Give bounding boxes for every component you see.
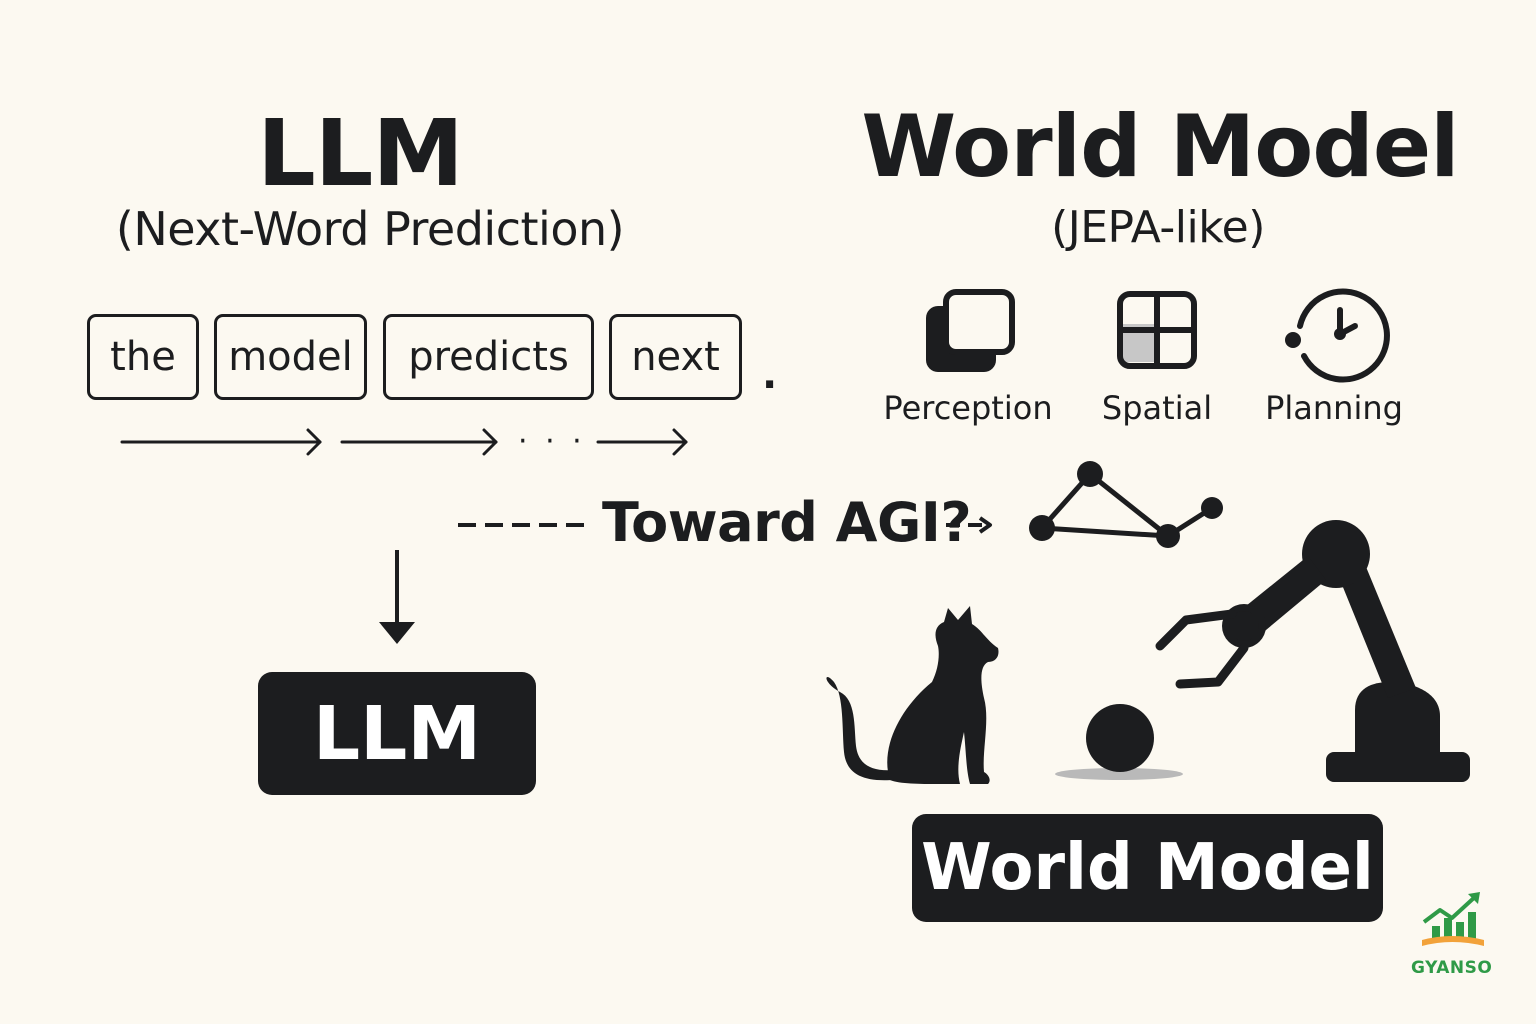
ball-icon bbox=[1055, 704, 1183, 780]
gyanso-logo-text: GYANSO bbox=[1411, 958, 1493, 978]
layers-icon bbox=[926, 289, 1015, 372]
llm-subtitle: (Next-Word Prediction) bbox=[115, 202, 625, 256]
llm-box: LLM bbox=[258, 672, 536, 795]
llm-title: LLM bbox=[257, 100, 464, 207]
feature-label-spatial: Spatial bbox=[1101, 389, 1213, 427]
grid-icon bbox=[1117, 291, 1197, 369]
world-model-box: World Model bbox=[912, 814, 1383, 922]
arrow-head bbox=[672, 428, 688, 456]
robot-arm-icon bbox=[1155, 520, 1470, 782]
network-graph-icon bbox=[1029, 461, 1223, 548]
clock-icon bbox=[1285, 288, 1390, 383]
token-model: model bbox=[214, 314, 367, 400]
sequence-arrows bbox=[120, 428, 688, 456]
world-model-title: World Model bbox=[861, 97, 1459, 197]
feature-label-perception: Perception bbox=[883, 389, 1053, 427]
arrow-head bbox=[482, 428, 498, 456]
dashed-line bbox=[458, 523, 586, 527]
world-model-subtitle: (JEPA-like) bbox=[1051, 202, 1265, 253]
sentence-period: . bbox=[762, 352, 778, 398]
down-arrow bbox=[379, 550, 415, 644]
feature-label-planning: Planning bbox=[1265, 389, 1403, 427]
token-the: the bbox=[87, 314, 199, 400]
toward-agi-label: Toward AGI? bbox=[602, 491, 972, 554]
token-predicts: predicts bbox=[383, 314, 594, 400]
token-next: next bbox=[609, 314, 742, 400]
sequence-ellipsis: · · · bbox=[518, 424, 586, 459]
dashed-arrow bbox=[946, 516, 992, 534]
gyanso-logo-icon bbox=[1422, 892, 1484, 946]
arrow-head bbox=[306, 428, 322, 456]
cat-icon bbox=[826, 606, 999, 784]
